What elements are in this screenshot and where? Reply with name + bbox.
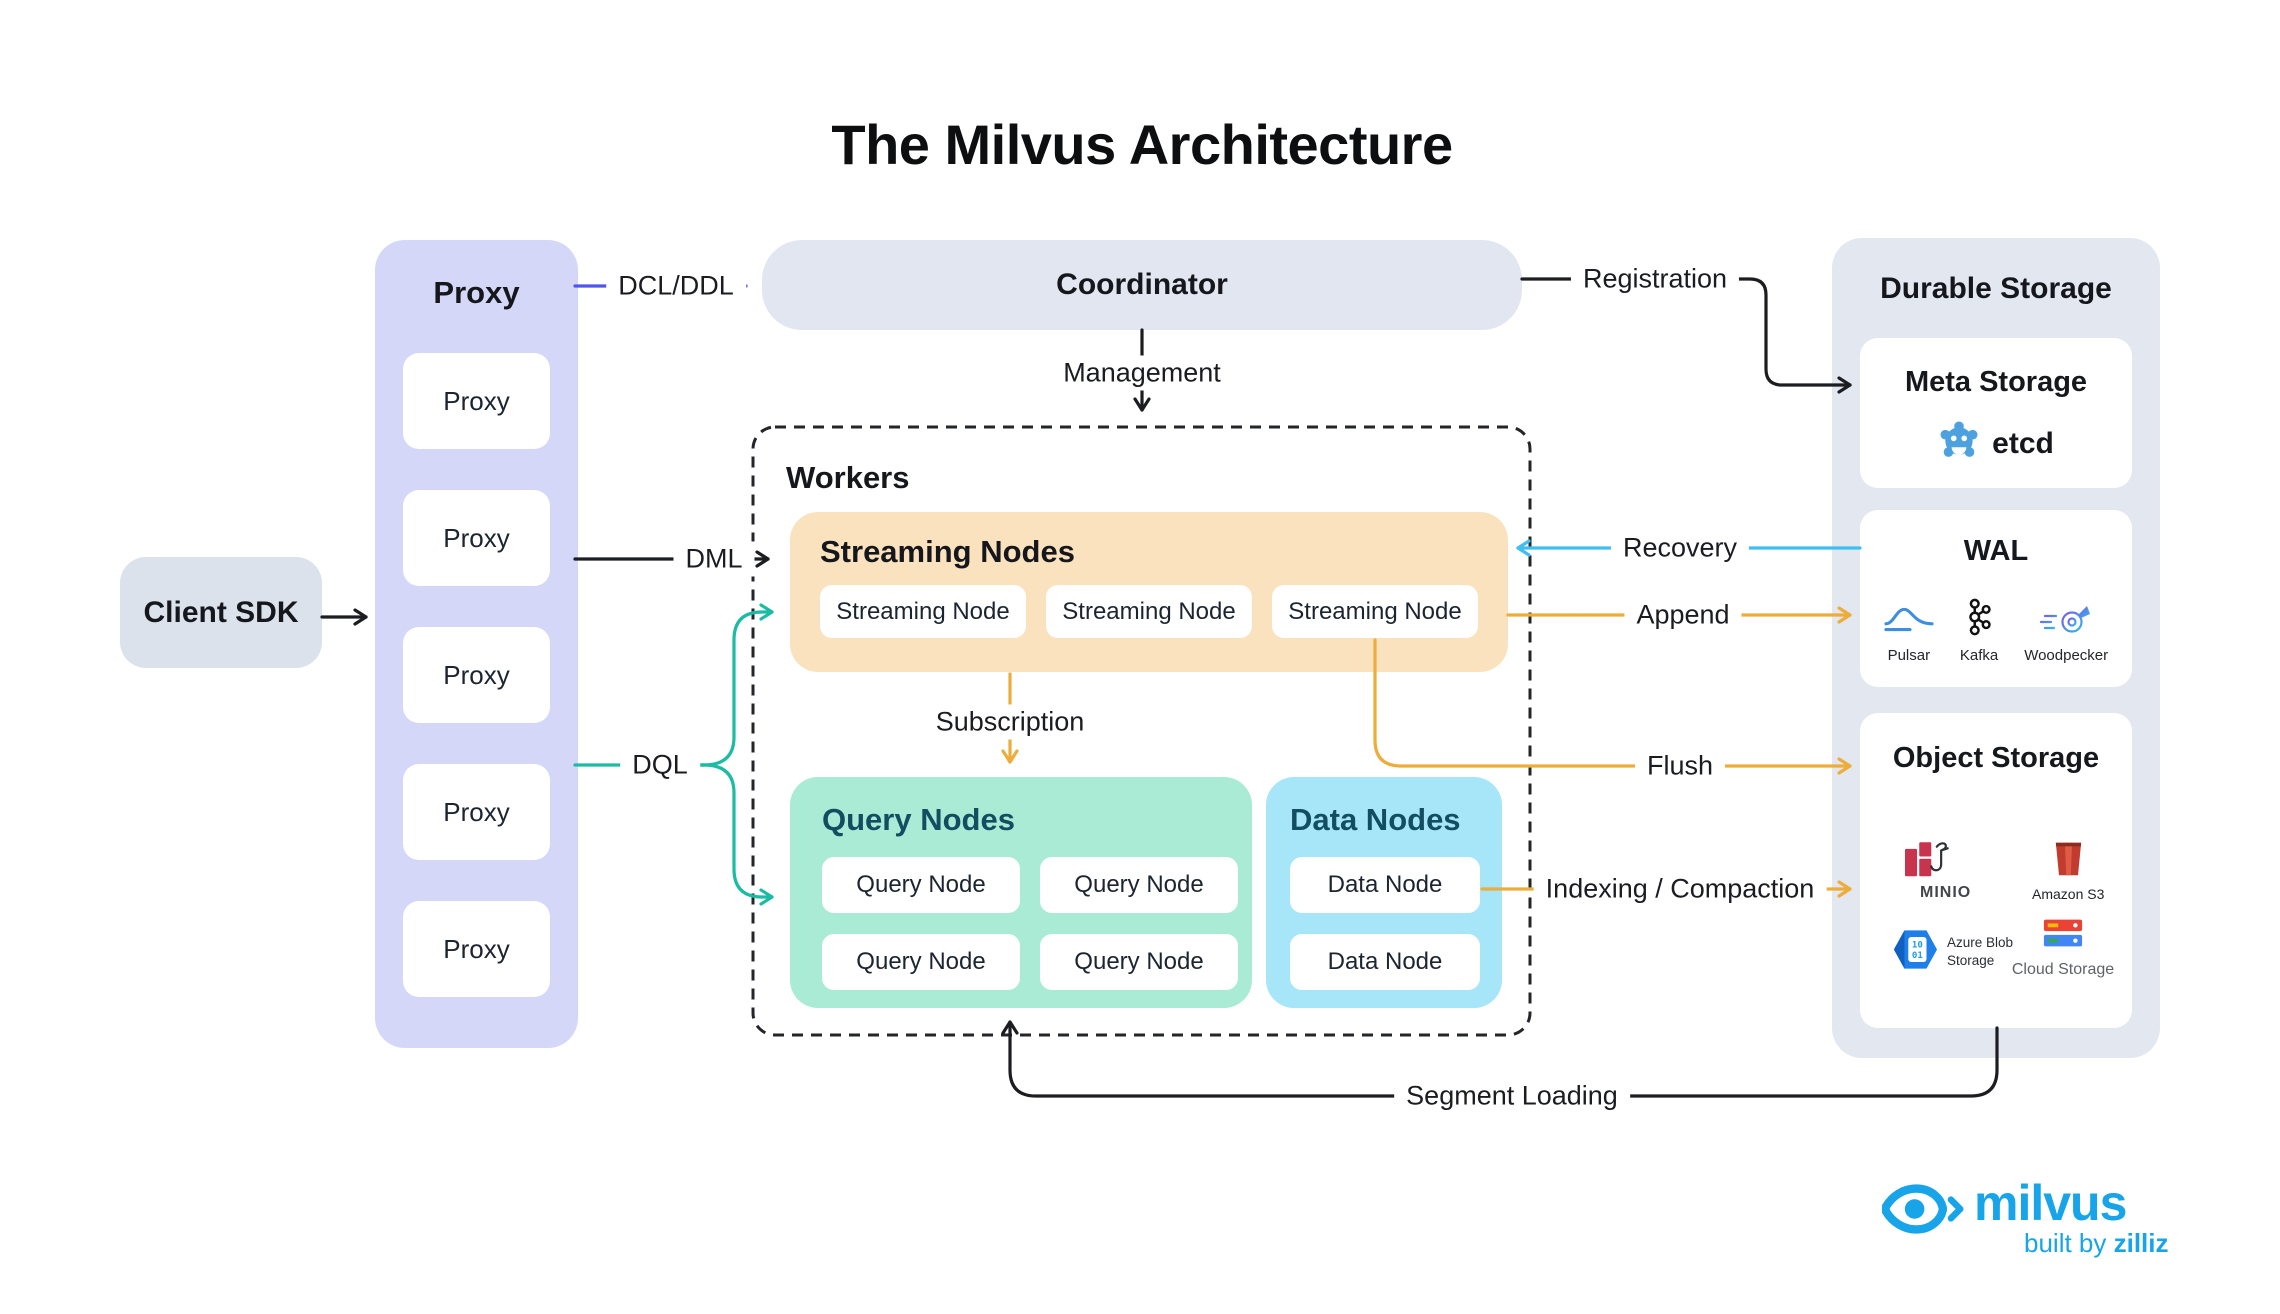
query-node: Query Node [822,857,1020,913]
proxy-node: Proxy [403,353,550,449]
cloud-storage-icon [2042,918,2084,953]
object-storage-card: Object Storage MINIO [1860,713,2132,1028]
workers-title: Workers [786,460,910,495]
milvus-branding: milvus built by zilliz [1881,1175,2182,1280]
proxy-panel-title: Proxy [433,275,520,310]
edge-label-flush: Flush [1634,748,1726,784]
meta-storage-card: Meta Storage etcd [1860,338,2132,488]
azure-blob-icon: 10 01 [1892,928,1938,976]
pulsar-icon [1884,602,1934,641]
client-sdk-box: Client SDK [120,557,322,668]
data-node: Data Node [1290,934,1480,990]
object-storage-title: Object Storage [1892,742,2100,774]
amazon-s3-icon [2052,840,2085,883]
minio-label: MINIO [1920,884,1972,901]
edge-label-dql: DQL [620,747,700,783]
cloud-storage-label: Cloud Storage [2011,961,2115,978]
proxy-node: Proxy [403,490,550,586]
byline-brand: zilliz [2113,1228,2169,1258]
woodpecker-label: Woodpecker [2024,647,2109,664]
streaming-nodes-title: Streaming Nodes [820,534,1075,569]
durable-storage-title: Durable Storage [1880,272,2112,305]
streaming-node: Streaming Node [1046,585,1252,638]
data-node: Data Node [1290,857,1480,913]
edge-dql-to-query [698,763,774,906]
wal-card: WAL Pulsar Kafka [1860,510,2132,687]
edge-label-subscription: Subscription [923,704,1097,740]
svg-text:01: 01 [1912,951,1923,961]
edge-label-indexing-compaction: Indexing / Compaction [1533,871,1827,907]
streaming-node: Streaming Node [820,585,1026,638]
minio-icon [1902,839,1954,890]
azure-blob-label: Azure Blob Storage [1947,935,2014,968]
proxy-node: Proxy [403,627,550,723]
etcd-icon [1938,420,1980,467]
query-node: Query Node [1040,857,1238,913]
edge-label-segment-loading: Segment Loading [1394,1078,1630,1114]
edge-label-dcl-ddl: DCL/DDL [606,268,746,304]
etcd-label: etcd [1992,426,2054,460]
coordinator-box: Coordinator [762,240,1522,330]
woodpecker-icon [2039,602,2093,641]
kafka-label: Kafka [1959,647,1999,664]
edge-label-registration: Registration [1570,261,1740,297]
page-title: The Milvus Architecture [831,113,1453,176]
coordinator-label: Coordinator [1056,268,1228,301]
edge-label-management: Management [1051,355,1233,391]
query-node: Query Node [1040,934,1238,990]
edge-dql-to-streaming [698,603,774,767]
meta-storage-title: Meta Storage [1904,366,2088,398]
query-node: Query Node [822,934,1020,990]
data-nodes-title: Data Nodes [1290,802,1461,837]
pulsar-label: Pulsar [1887,647,1931,664]
milvus-wordmark: milvus [1974,1175,2127,1231]
streaming-node: Streaming Node [1272,585,1478,638]
edge-label-append: Append [1624,597,1742,633]
query-nodes-title: Query Nodes [822,802,1015,837]
svg-text:10: 10 [1912,941,1923,951]
wal-title: WAL [1963,535,2029,567]
edge-label-recovery: Recovery [1610,530,1750,566]
kafka-icon [1967,598,1992,641]
milvus-logo-icon [1881,1182,1964,1241]
byline-text: built by [2024,1228,2114,1258]
amazon-s3-label: Amazon S3 [2032,886,2105,902]
proxy-node: Proxy [403,901,550,997]
client-sdk-label: Client SDK [143,595,299,629]
proxy-node: Proxy [403,764,550,860]
edge-label-dml: DML [673,541,755,577]
